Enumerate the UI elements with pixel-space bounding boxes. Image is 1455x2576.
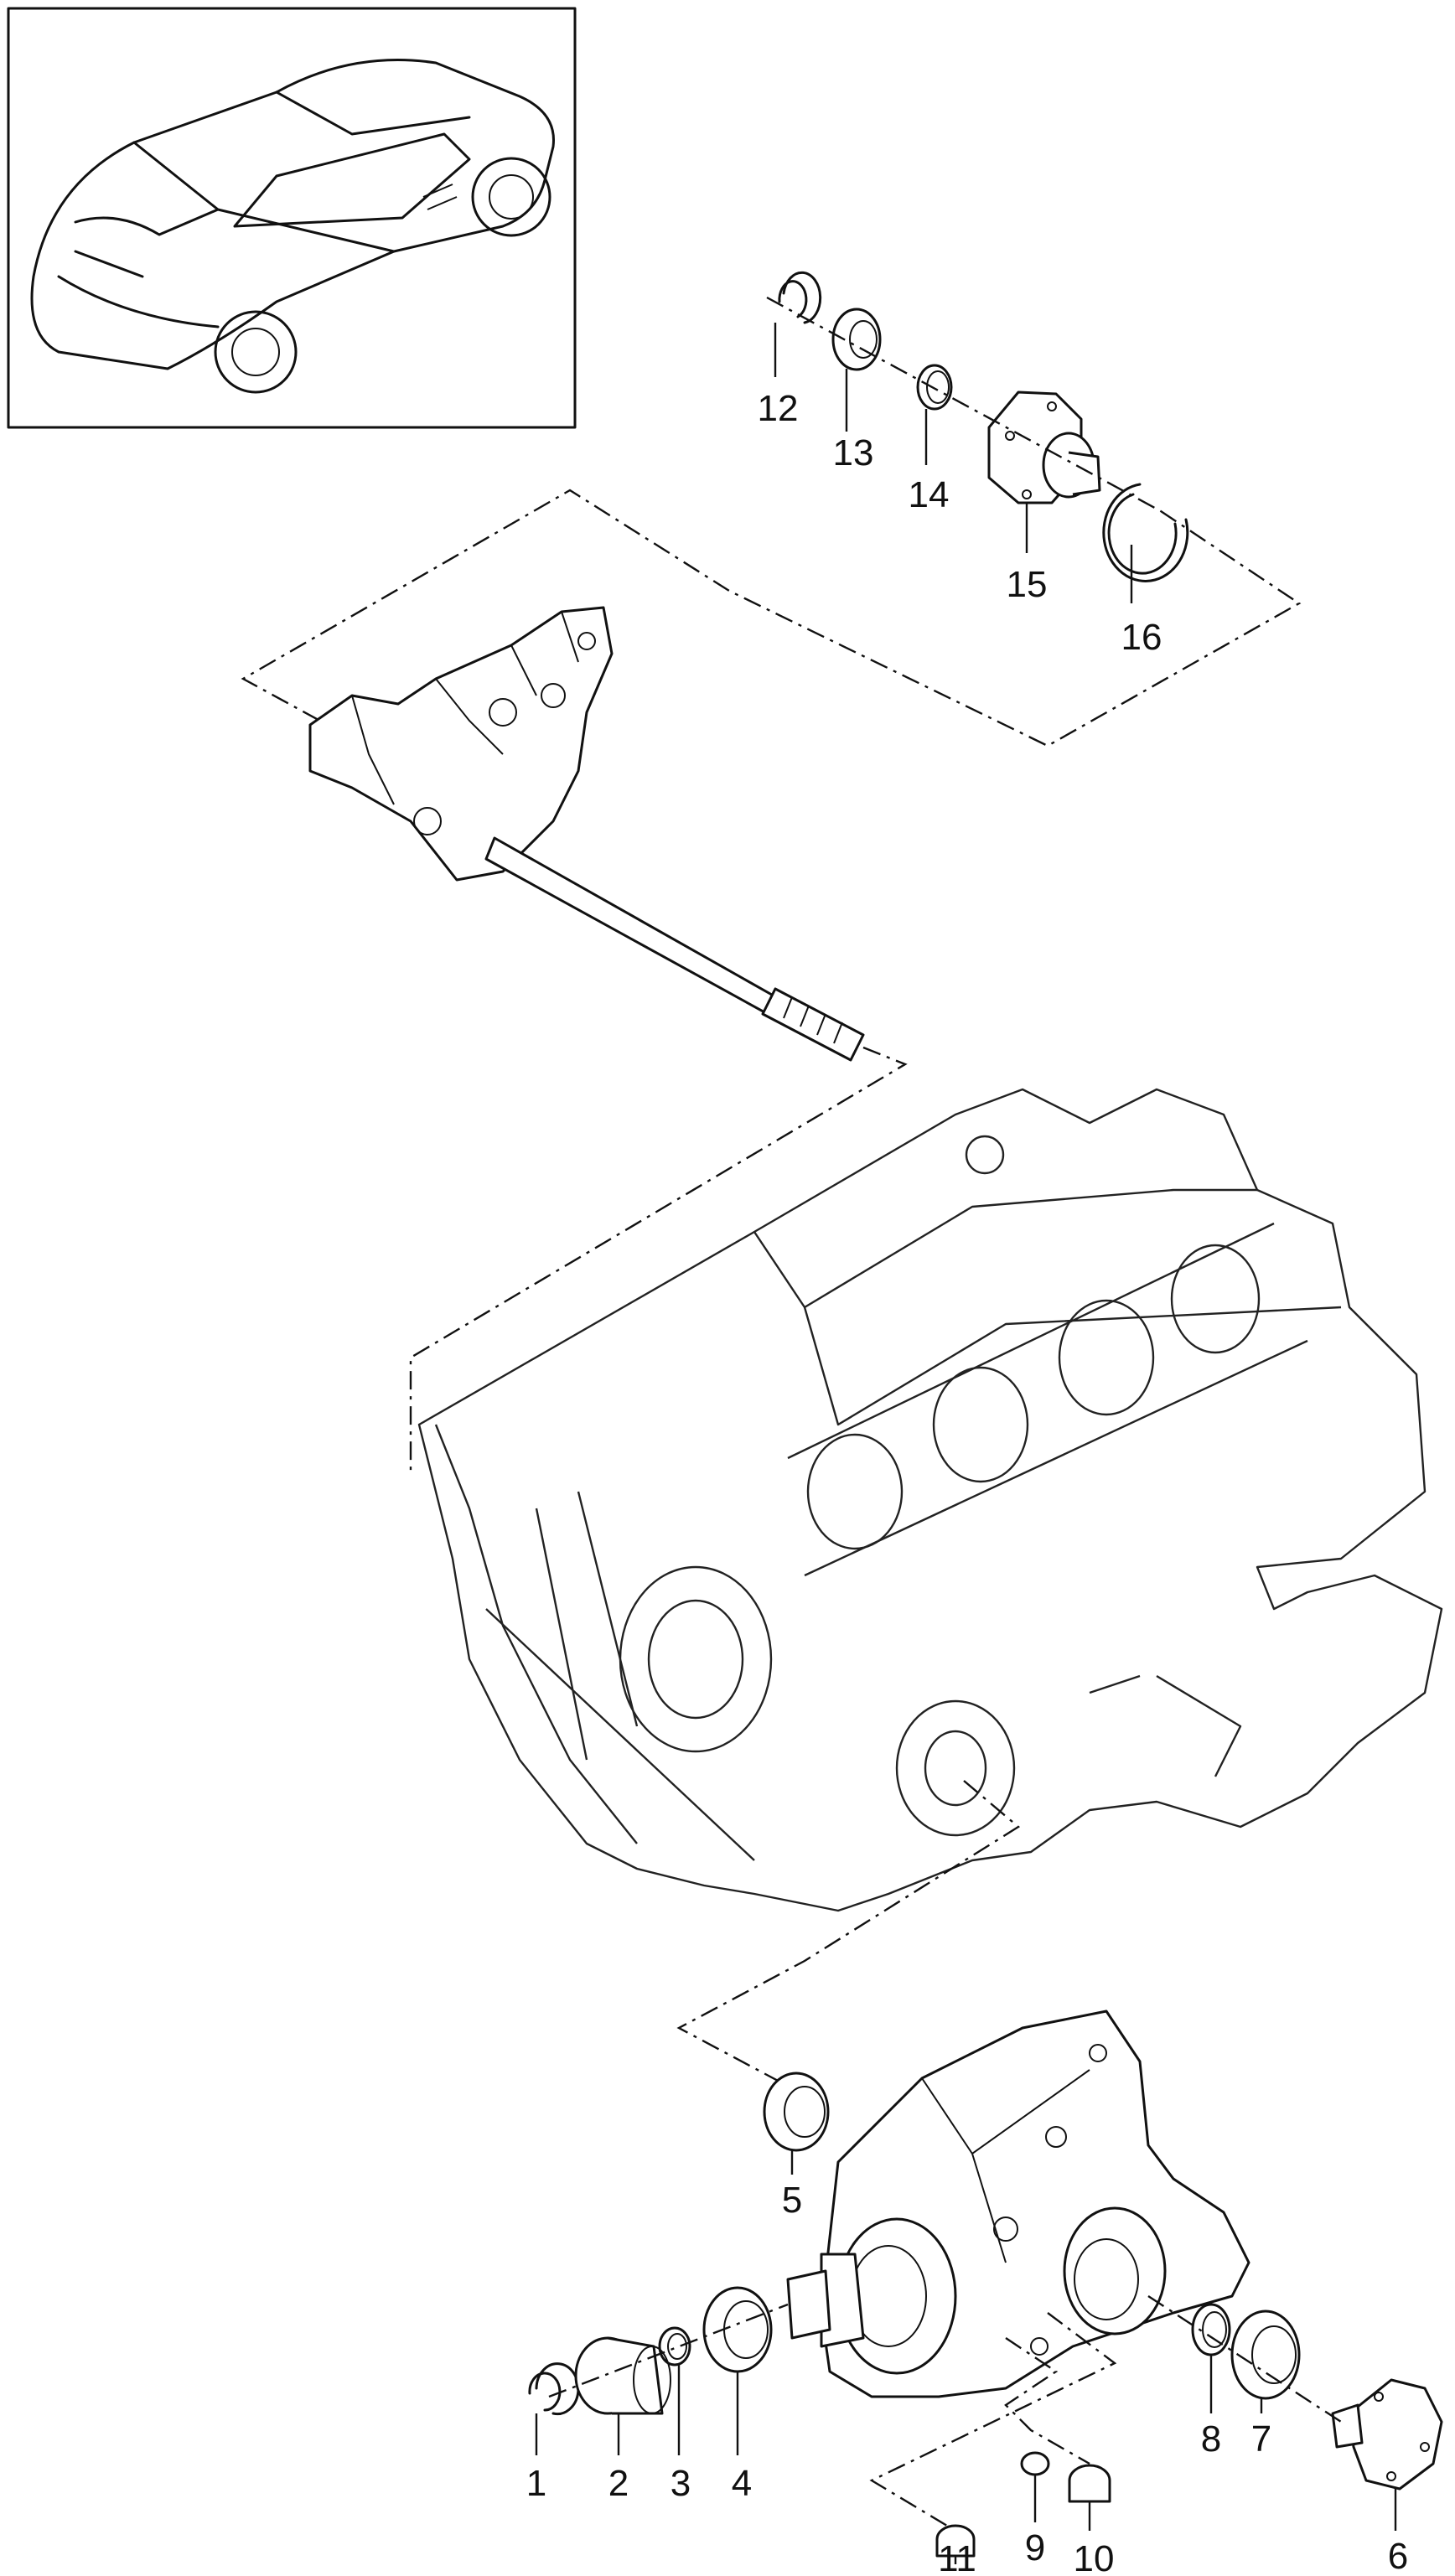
callout-2: 2 xyxy=(608,2463,629,2504)
part-14-o-ring xyxy=(916,364,953,411)
drive-shaft-assembly xyxy=(308,606,865,1062)
part-9-seal-ring xyxy=(1020,2451,1050,2476)
part-5-shaft-seal xyxy=(763,2072,830,2152)
callout-11: 11 xyxy=(938,2538,976,2576)
part-13-washer xyxy=(831,308,882,371)
callout-3: 3 xyxy=(671,2463,691,2504)
callout-4: 4 xyxy=(732,2463,752,2504)
callout-10: 10 xyxy=(1074,2538,1115,2576)
assembly-line-left xyxy=(548,2303,789,2398)
part-7-seal xyxy=(1230,2310,1301,2400)
callout-8: 8 xyxy=(1201,2418,1221,2460)
part-8-o-ring xyxy=(1191,2303,1231,2356)
callout-9: 9 xyxy=(1025,2527,1045,2568)
part-3-o-ring xyxy=(658,2326,691,2367)
assembly-line-shaft xyxy=(409,1046,908,1475)
callout-6: 6 xyxy=(1388,2536,1408,2576)
part-2-flange-sleeve xyxy=(574,2336,671,2415)
part-11-drain-plug xyxy=(935,2524,976,2558)
assembly-line-plugs xyxy=(869,2312,1117,2532)
callout-12: 12 xyxy=(758,388,799,429)
assembly-line-right xyxy=(1147,2294,1342,2423)
callout-1: 1 xyxy=(526,2463,546,2504)
part-1-circlip xyxy=(528,2362,580,2416)
part-4-seal xyxy=(702,2286,773,2373)
transfer-case xyxy=(786,2010,1250,2398)
part-10-filler-plug xyxy=(1068,2464,1111,2503)
callout-16: 16 xyxy=(1121,617,1162,658)
engine-block xyxy=(417,1088,1443,1912)
assembly-line-engine xyxy=(676,1780,1021,2097)
part-16-snap-ring xyxy=(1102,483,1189,582)
vehicle-thumbnail xyxy=(7,7,577,429)
part-12-circlip xyxy=(778,271,822,324)
assembly-line-top xyxy=(241,296,1302,747)
part-15-flange xyxy=(987,391,1101,504)
callout-5: 5 xyxy=(782,2180,802,2221)
part-6-output-flange xyxy=(1331,2378,1443,2491)
callout-7: 7 xyxy=(1251,2418,1271,2460)
callout-15: 15 xyxy=(1007,564,1048,605)
callout-13: 13 xyxy=(833,432,874,473)
callout-labels: 12 13 14 15 16 5 1 2 3 4 8 7 6 9 10 11 xyxy=(526,388,1408,2576)
leader-lines xyxy=(535,323,1397,2564)
callout-14: 14 xyxy=(909,474,950,515)
